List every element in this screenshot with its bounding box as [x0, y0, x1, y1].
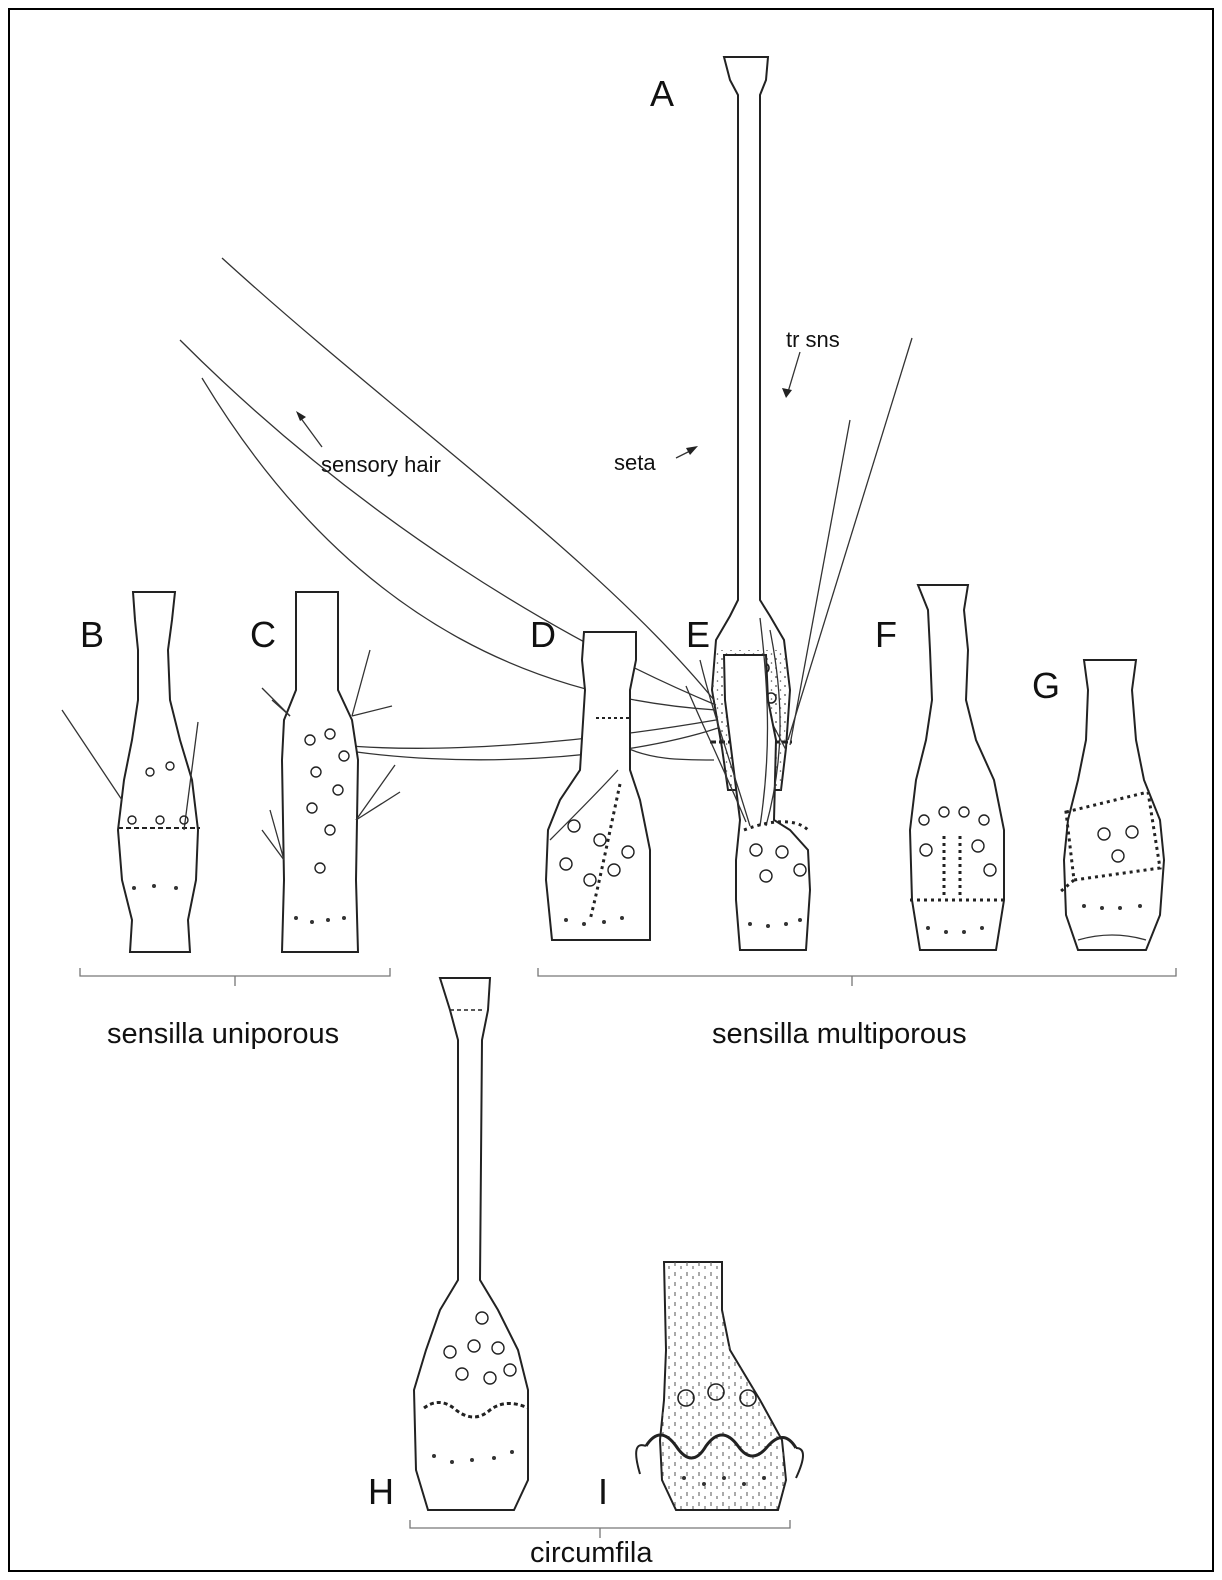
- sensory-hair-label: sensory hair: [321, 452, 441, 477]
- segment-I-drawing: [636, 1262, 803, 1510]
- panel-label-C: C: [250, 614, 276, 655]
- uniporous-bracket: [80, 968, 390, 986]
- panel-label-H: H: [368, 1471, 394, 1512]
- seta-label: seta: [614, 450, 656, 475]
- segment-G-drawing: [1060, 660, 1164, 950]
- segment-C-drawing: [262, 592, 400, 952]
- segment-H-drawing: [414, 978, 528, 1510]
- segment-A-drawing: [180, 57, 912, 790]
- group-label-multiporous: sensilla multiporous: [712, 1018, 967, 1050]
- panel-label-E: E: [686, 614, 710, 655]
- sensory-hair-arrow: [300, 417, 322, 447]
- segment-D-drawing: [546, 632, 650, 940]
- tr-sns-arrow: [788, 352, 800, 392]
- circumfila-bracket: [410, 1520, 790, 1538]
- group-label-circumfila: circumfila: [530, 1537, 653, 1569]
- panel-label-F: F: [875, 614, 897, 655]
- panel-label-D: D: [530, 614, 556, 655]
- multiporous-bracket: [538, 968, 1176, 986]
- panel-label-I: I: [598, 1471, 608, 1512]
- group-label-uniporous: sensilla uniporous: [107, 1018, 339, 1050]
- panel-label-G: G: [1032, 665, 1060, 706]
- tr-sns-label: tr sns: [786, 327, 840, 352]
- panel-label-B: B: [80, 614, 104, 655]
- panel-label-A: A: [650, 73, 674, 114]
- segment-E-drawing: [686, 618, 810, 950]
- segment-F-drawing: [910, 585, 1004, 950]
